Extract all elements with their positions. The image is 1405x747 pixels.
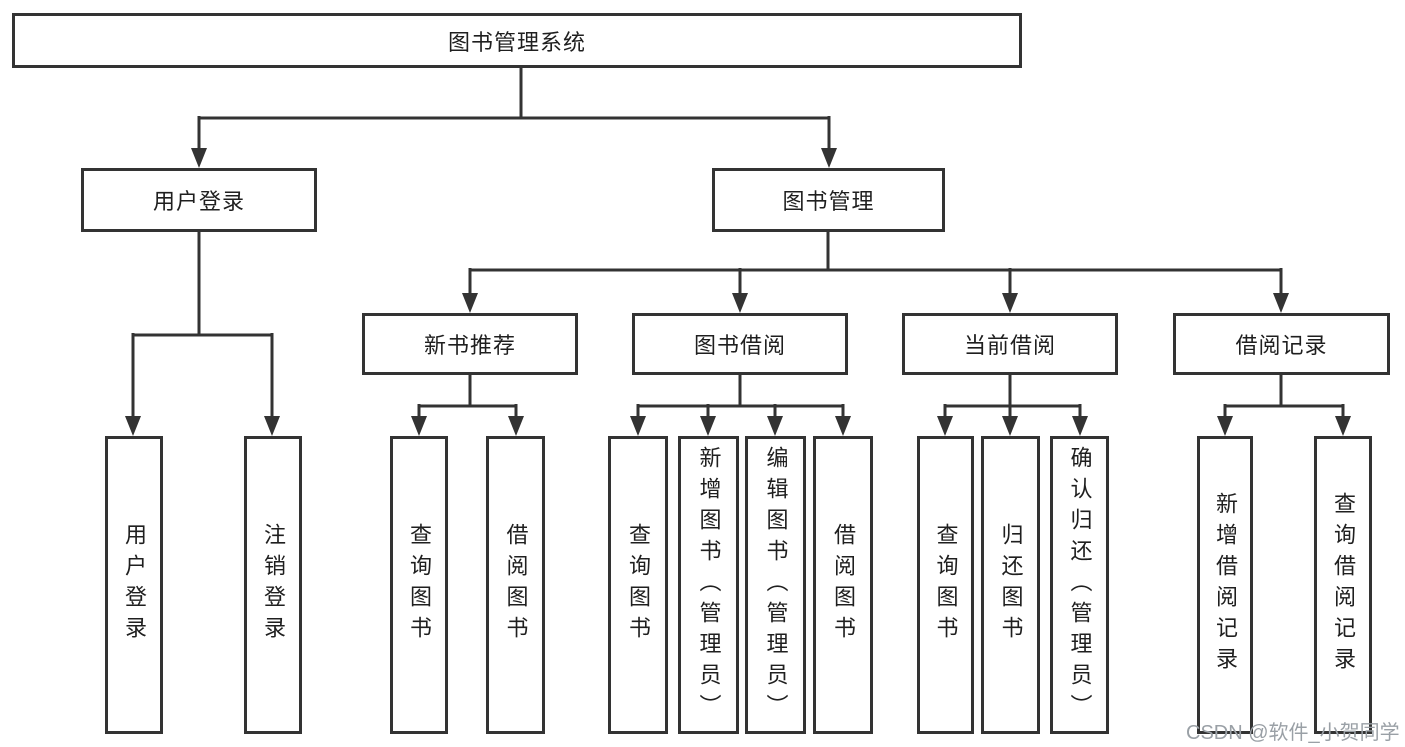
watermark: CSDN @软件_小贺同学 <box>1186 722 1400 744</box>
leaf-query-borrow-record: 查询借阅记录 <box>1314 436 1372 734</box>
leaf-borrow-books-2-label: 借阅图书 <box>831 523 856 647</box>
leaf-return-books: 归还图书 <box>981 436 1040 734</box>
node-current-borrowing: 当前借阅 <box>902 313 1118 375</box>
leaf-edit-books-admin: 编辑图书（管理员） <box>745 436 806 734</box>
node-borrowing-records: 借阅记录 <box>1173 313 1390 375</box>
leaf-logout-label: 注销登录 <box>261 523 286 647</box>
leaf-query-borrow-record-label: 查询借阅记录 <box>1331 492 1356 678</box>
leaf-add-borrow-record: 新增借阅记录 <box>1197 436 1253 734</box>
leaf-query-books-2-label: 查询图书 <box>626 523 651 647</box>
leaf-add-books-admin-label: 新增图书（管理员） <box>696 445 722 725</box>
leaf-user-login: 用户登录 <box>105 436 163 734</box>
leaf-confirm-return-admin-label: 确认归还（管理员） <box>1067 445 1093 725</box>
node-book-management: 图书管理 <box>712 168 945 232</box>
node-user-login: 用户登录 <box>81 168 317 232</box>
leaf-borrow-books-2: 借阅图书 <box>813 436 873 734</box>
leaf-borrow-books-1: 借阅图书 <box>486 436 545 734</box>
leaf-query-books-3-label: 查询图书 <box>933 523 959 647</box>
leaf-edit-books-admin-label: 编辑图书（管理员） <box>763 445 789 725</box>
node-new-book-recommendation: 新书推荐 <box>362 313 578 375</box>
leaf-logout: 注销登录 <box>244 436 302 734</box>
node-root: 图书管理系统 <box>12 13 1022 68</box>
leaf-query-books-3: 查询图书 <box>917 436 974 734</box>
leaf-user-login-label: 用户登录 <box>122 523 147 647</box>
leaf-borrow-books-1-label: 借阅图书 <box>503 523 529 647</box>
leaf-query-books-1: 查询图书 <box>390 436 448 734</box>
node-book-borrowing: 图书借阅 <box>632 313 848 375</box>
leaf-add-books-admin: 新增图书（管理员） <box>678 436 739 734</box>
leaf-add-borrow-record-label: 新增借阅记录 <box>1213 492 1238 678</box>
leaf-query-books-1-label: 查询图书 <box>407 523 432 647</box>
leaf-return-books-label: 归还图书 <box>998 523 1024 647</box>
leaf-confirm-return-admin: 确认归还（管理员） <box>1050 436 1109 734</box>
leaf-query-books-2: 查询图书 <box>608 436 668 734</box>
